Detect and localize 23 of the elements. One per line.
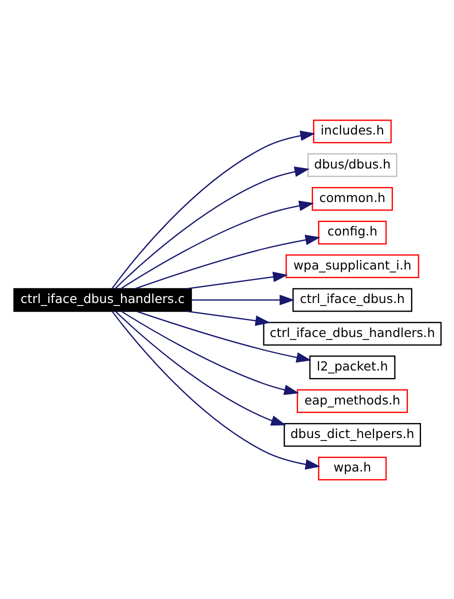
arrow [111,310,320,470]
node-box: ctrl_iface_dbus_handlers.h [262,321,442,346]
node-box: wpa_supplicant_i.h [285,254,419,278]
node-box: eap_methods.h [296,388,408,412]
node-box: config.h [318,220,386,244]
node-box: common.h [311,186,392,210]
node-box: l2_packet.h [308,355,395,379]
arrow [114,310,286,426]
arrow [136,310,311,362]
arrow [111,130,315,288]
arrow [120,200,314,289]
node-box: dbus/dbus.h [306,152,397,177]
node-box: includes.h [312,119,392,143]
node-box: ctrl_iface_dbus.h [292,288,412,312]
arrow [120,310,299,395]
arrow [186,271,288,289]
node-box: wpa.h [318,456,386,480]
arrow [134,234,320,289]
arrow [186,310,270,326]
node-box: ctrl_iface_dbus_handlers.c [12,288,192,312]
node-box: dbus_dict_helpers.h [283,422,421,446]
arrow [190,294,294,305]
arrow [114,166,310,289]
